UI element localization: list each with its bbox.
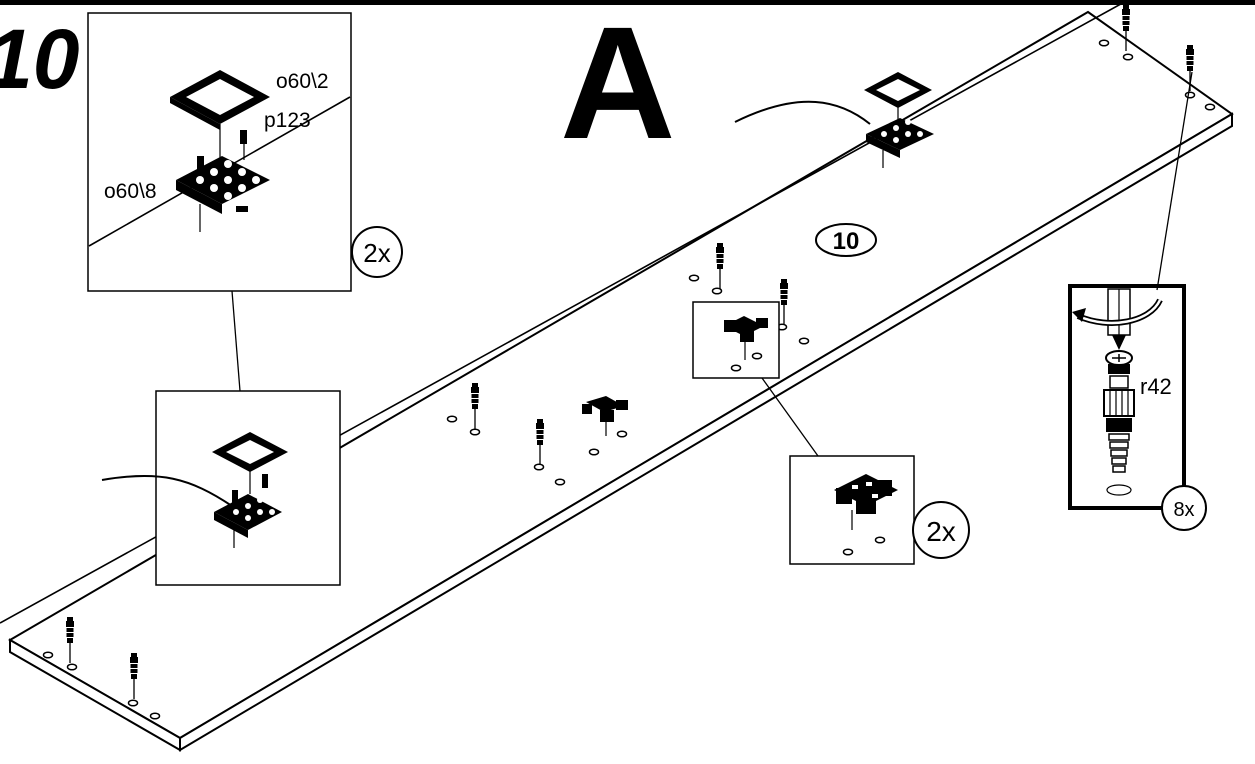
inset-hinge-small bbox=[692, 301, 780, 379]
inset-hinge-detail bbox=[789, 455, 915, 565]
part-label-cam-dowel: r42 bbox=[1140, 374, 1172, 399]
quantity-badge-frame: 2x bbox=[351, 226, 403, 278]
quantity-badge-hinge-text: 2x bbox=[926, 516, 956, 547]
quantity-badge-dowel: 8x bbox=[1161, 485, 1207, 531]
quantity-badge-hinge: 2x bbox=[912, 501, 970, 559]
part-label-frame-top: o60\2 bbox=[276, 70, 329, 93]
part-label-frame-plate: o60\8 bbox=[104, 180, 157, 203]
step-number: 10 bbox=[0, 12, 79, 106]
top-border bbox=[0, 0, 1255, 5]
hinge-plate-center bbox=[582, 396, 628, 436]
panel-letter: A bbox=[560, 0, 676, 172]
quantity-badge-frame-text: 2x bbox=[363, 238, 390, 268]
inset-frame-lower bbox=[101, 390, 341, 586]
inset-dowel-detail bbox=[1068, 284, 1186, 510]
step-badge-text: 10 bbox=[833, 228, 860, 255]
quantity-badge-dowel-text: 8x bbox=[1173, 499, 1194, 521]
step-badge: 10 bbox=[815, 223, 877, 257]
callout-leader-frame bbox=[231, 290, 241, 392]
part-label-screw: p123 bbox=[264, 109, 311, 132]
inset-frame-detail bbox=[87, 12, 352, 292]
callout-leader-hinge bbox=[761, 377, 819, 457]
frame-assembly-right bbox=[734, 72, 934, 168]
callout-leader-dowel bbox=[1156, 71, 1193, 291]
